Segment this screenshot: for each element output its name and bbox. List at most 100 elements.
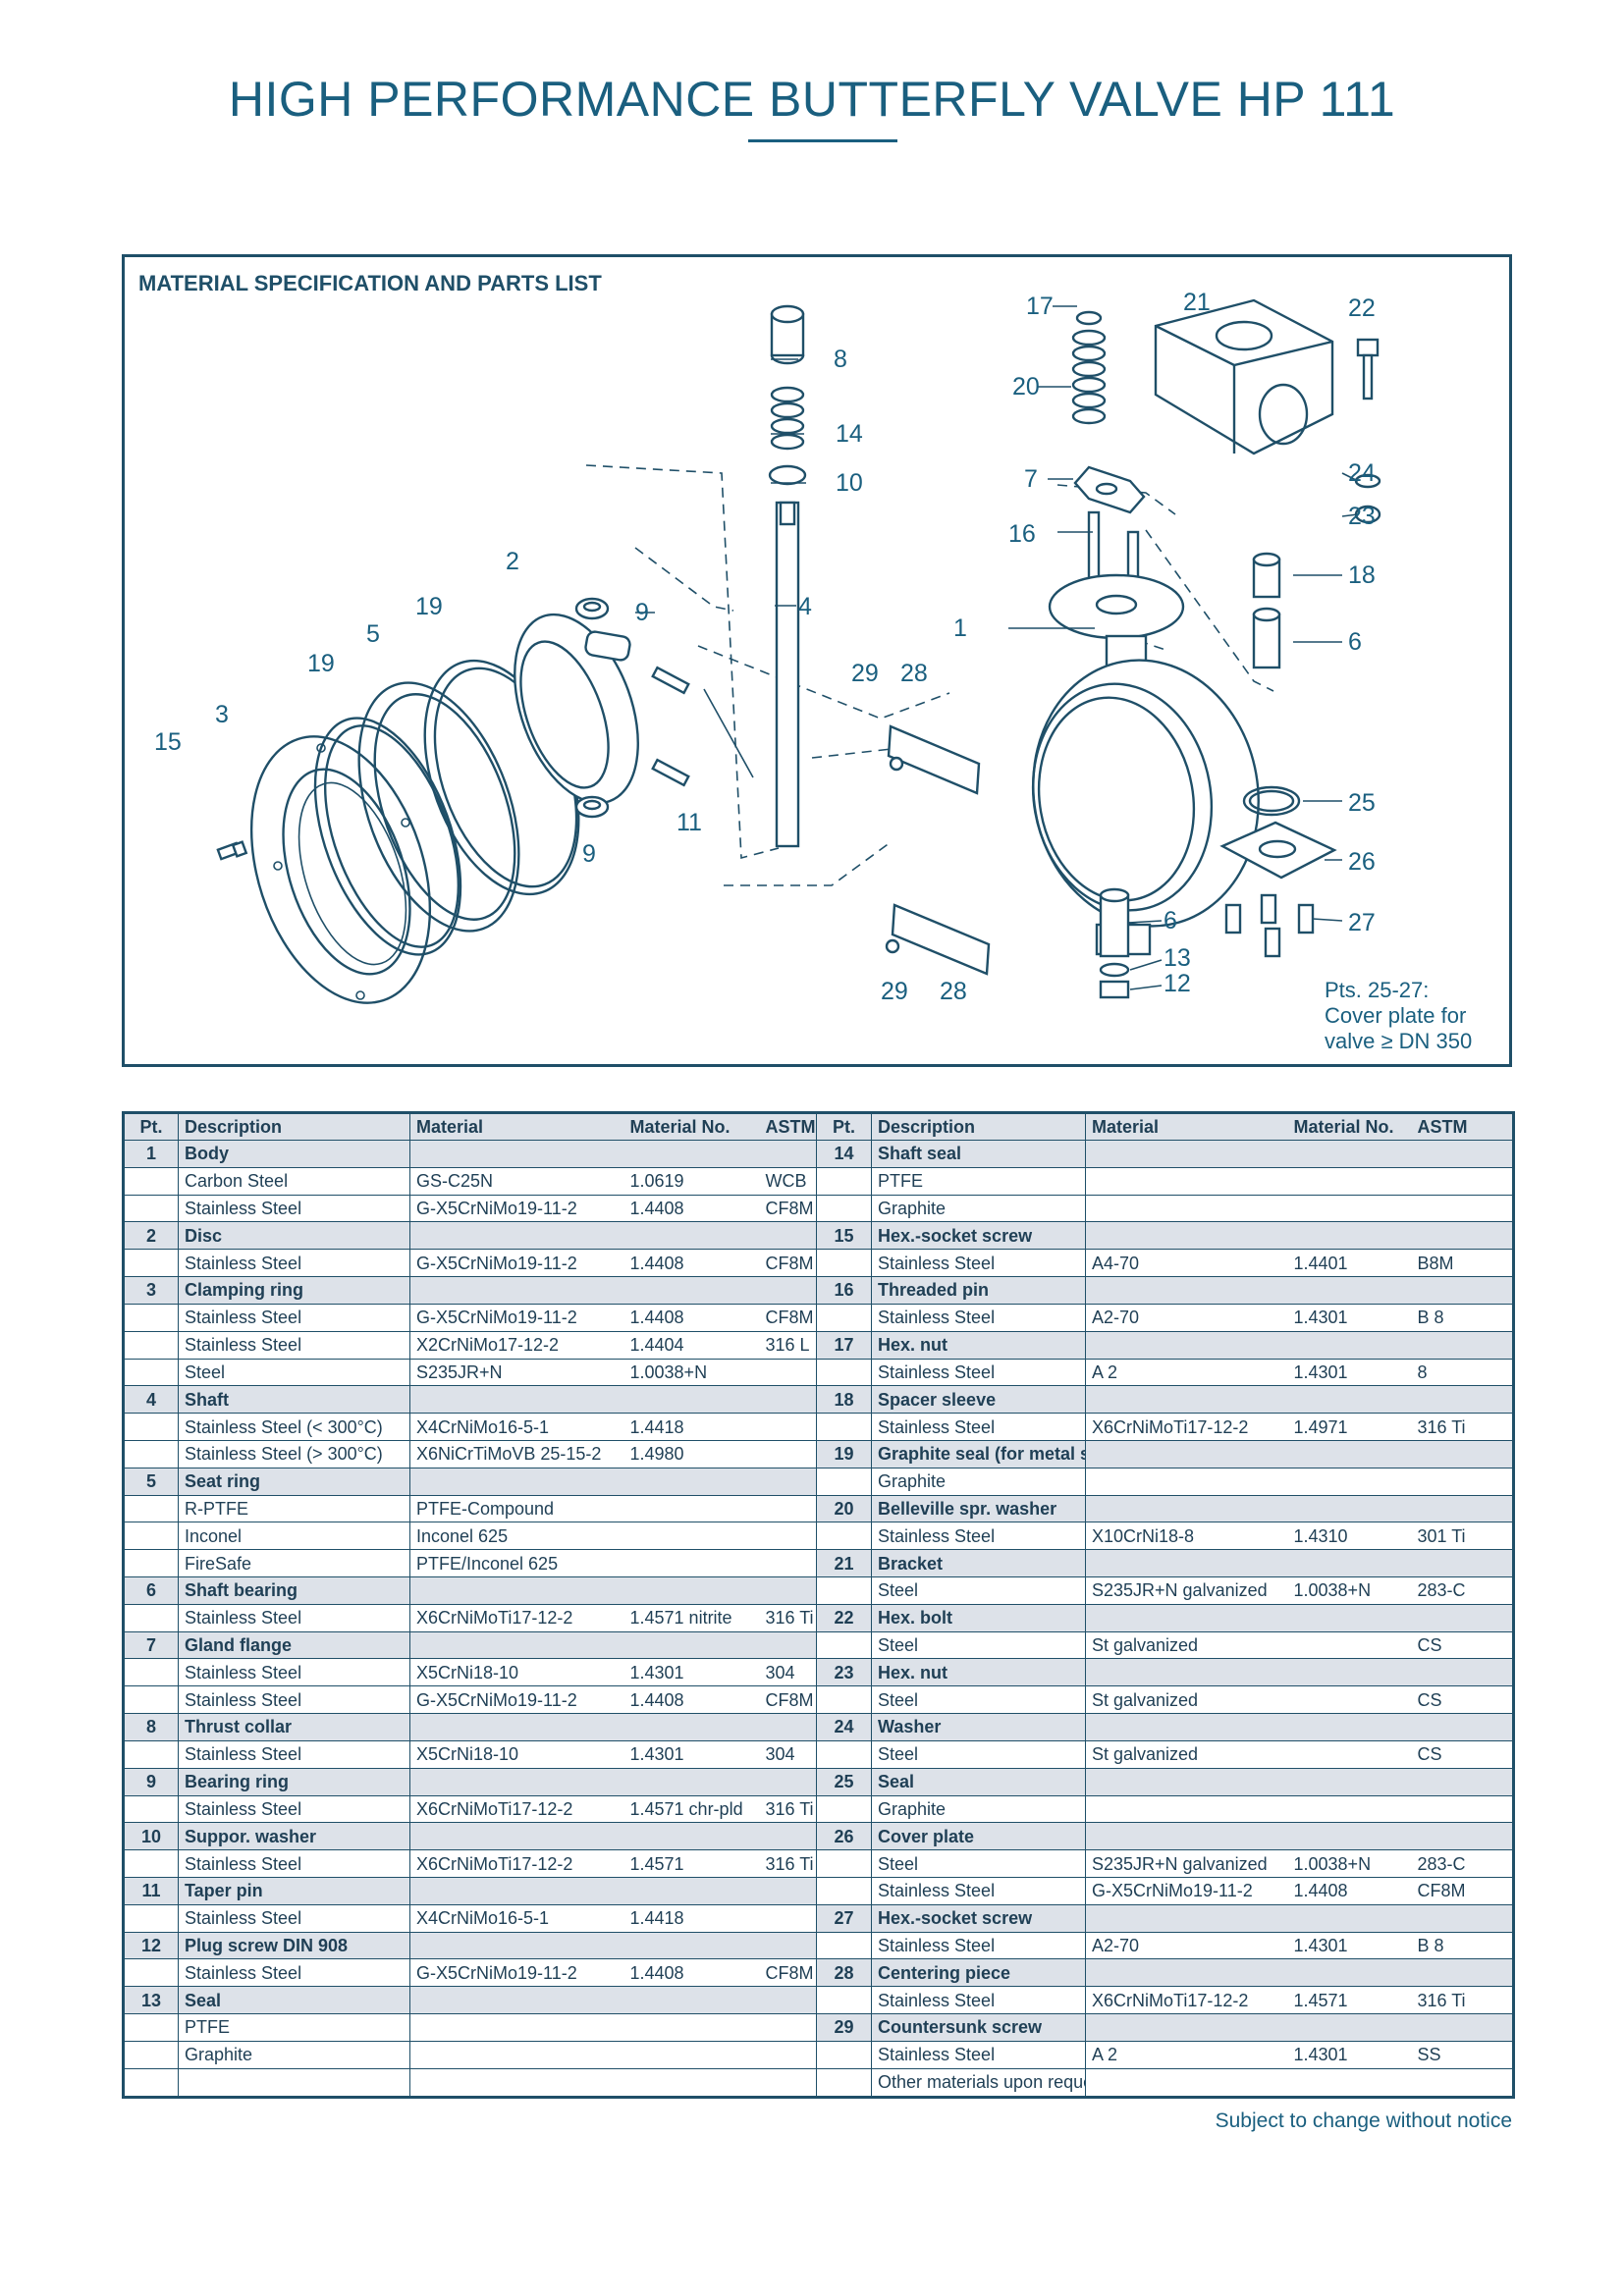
cell-no: 1.4301	[1287, 2040, 1412, 2069]
cell-desc: Stainless Steel (> 300°C)	[178, 1439, 410, 1468]
cell-mat	[1085, 1221, 1288, 1251]
cell-pt	[123, 1849, 179, 1878]
column-header: Pt.	[123, 1112, 179, 1141]
cell-pt: 11	[123, 1876, 179, 1905]
cell-desc: Stainless Steel	[178, 1849, 410, 1878]
cell-mat: X5CrNi18-10	[409, 1658, 624, 1687]
cell-astm	[759, 1522, 817, 1551]
cell-pt: 5	[123, 1467, 179, 1496]
cell-no	[623, 1986, 760, 2014]
title-underline	[748, 139, 897, 142]
cell-no	[623, 1549, 760, 1577]
callout-label: 22	[1348, 294, 1376, 322]
cell-no	[623, 1467, 760, 1496]
cell-desc: Stainless Steel	[178, 1194, 410, 1223]
cell-no	[1287, 1794, 1412, 1824]
cell-pt	[123, 1166, 179, 1196]
cell-pt: 25	[816, 1767, 872, 1796]
cell-no	[623, 2067, 760, 2099]
callout-label: 23	[1348, 503, 1376, 530]
cell-mat: X10CrNi18-8	[1085, 1522, 1288, 1551]
cover-plate-assembly	[1219, 785, 1337, 958]
cell-mat: A 2	[1085, 2040, 1288, 2069]
cell-astm	[1411, 1221, 1514, 1251]
cell-mat	[409, 1630, 624, 1660]
cell-astm: WCB	[759, 1166, 817, 1196]
cell-no	[1287, 1140, 1412, 1168]
cell-pt	[816, 1794, 872, 1824]
bracket	[1154, 298, 1334, 455]
cell-mat: G-X5CrNiMo19-11-2	[409, 1249, 624, 1278]
cell-pt: 19	[816, 1439, 872, 1468]
cell-mat: PTFE-Compound	[409, 1494, 624, 1523]
cell-pt: 15	[816, 1221, 872, 1251]
section-heading: MATERIAL SPECIFICATION AND PARTS LIST	[138, 271, 602, 295]
cell-mat: A 2	[1085, 1358, 1288, 1387]
cell-mat	[409, 1576, 624, 1605]
cell-mat: A2-70	[1085, 1303, 1288, 1332]
cell-no	[1287, 2013, 1412, 2042]
cell-astm: 316 Ti	[1411, 1986, 1514, 2014]
callout-label: 12	[1164, 970, 1191, 997]
cell-pt: 13	[123, 1986, 179, 2014]
cell-pt: 9	[123, 1767, 179, 1796]
callout-label: 7	[1024, 465, 1038, 493]
exploded-view-drawing: 17 21 22 8 20 14 10 7 24 23 16 18 2 9 19…	[154, 289, 1472, 1053]
cell-pt	[123, 1658, 179, 1687]
cell-pt: 7	[123, 1630, 179, 1660]
cell-astm	[1411, 1794, 1514, 1824]
cell-pt: 22	[816, 1603, 872, 1632]
cell-pt: 3	[123, 1276, 179, 1305]
cell-mat	[409, 1467, 624, 1496]
cell-mat	[1085, 1494, 1288, 1523]
cell-astm: CS	[1411, 1739, 1514, 1769]
cell-no: 1.4408	[623, 1249, 760, 1278]
cell-desc: Threaded pin	[871, 1276, 1086, 1305]
cell-pt	[816, 1576, 872, 1605]
cell-desc: Shaft bearing	[178, 1576, 410, 1605]
cell-mat: G-X5CrNiMo19-11-2	[409, 1194, 624, 1223]
cell-astm: B 8	[1411, 1303, 1514, 1332]
clamping-ring	[249, 735, 432, 1004]
cell-astm	[1411, 1140, 1514, 1168]
cell-desc: Seal	[178, 1986, 410, 2014]
column-header: Description	[178, 1112, 410, 1141]
cell-astm	[1411, 1549, 1514, 1577]
cell-pt	[816, 1467, 872, 1496]
cell-desc: Hex. nut	[871, 1330, 1086, 1360]
cell-no	[1287, 1330, 1412, 1360]
cell-mat: St galvanized	[1085, 1739, 1288, 1769]
cell-mat	[409, 2067, 624, 2099]
cell-mat: X6CrNiMoTi17-12-2	[409, 1849, 624, 1878]
cell-pt: 6	[123, 1576, 179, 1605]
callout-label: 13	[1164, 944, 1191, 972]
cell-desc: Hex.-socket screw	[871, 1903, 1086, 1933]
cell-no: 1.0619	[623, 1166, 760, 1196]
cell-astm: 283-C	[1411, 1576, 1514, 1605]
cell-astm	[759, 1467, 817, 1496]
cell-desc: Washer	[871, 1713, 1086, 1741]
cell-pt: 12	[123, 1931, 179, 1960]
cell-pt	[816, 1630, 872, 1660]
cell-desc: Stainless Steel	[871, 1303, 1086, 1332]
cell-no	[1287, 1221, 1412, 1251]
cell-pt	[123, 1303, 179, 1332]
cell-pt: 21	[816, 1549, 872, 1577]
cell-desc: Stainless Steel	[178, 1603, 410, 1632]
cell-no	[623, 1767, 760, 1796]
cell-astm: 316 Ti	[1411, 1413, 1514, 1441]
cell-desc: Stainless Steel	[871, 1986, 1086, 2014]
cell-desc: Spacer sleeve	[871, 1385, 1086, 1415]
cell-mat: X4CrNiMo16-5-1	[409, 1903, 624, 1933]
cell-desc: Shaft	[178, 1385, 410, 1415]
cell-no: 1.0038+N	[1287, 1849, 1412, 1878]
cell-mat: G-X5CrNiMo19-11-2	[409, 1685, 624, 1715]
